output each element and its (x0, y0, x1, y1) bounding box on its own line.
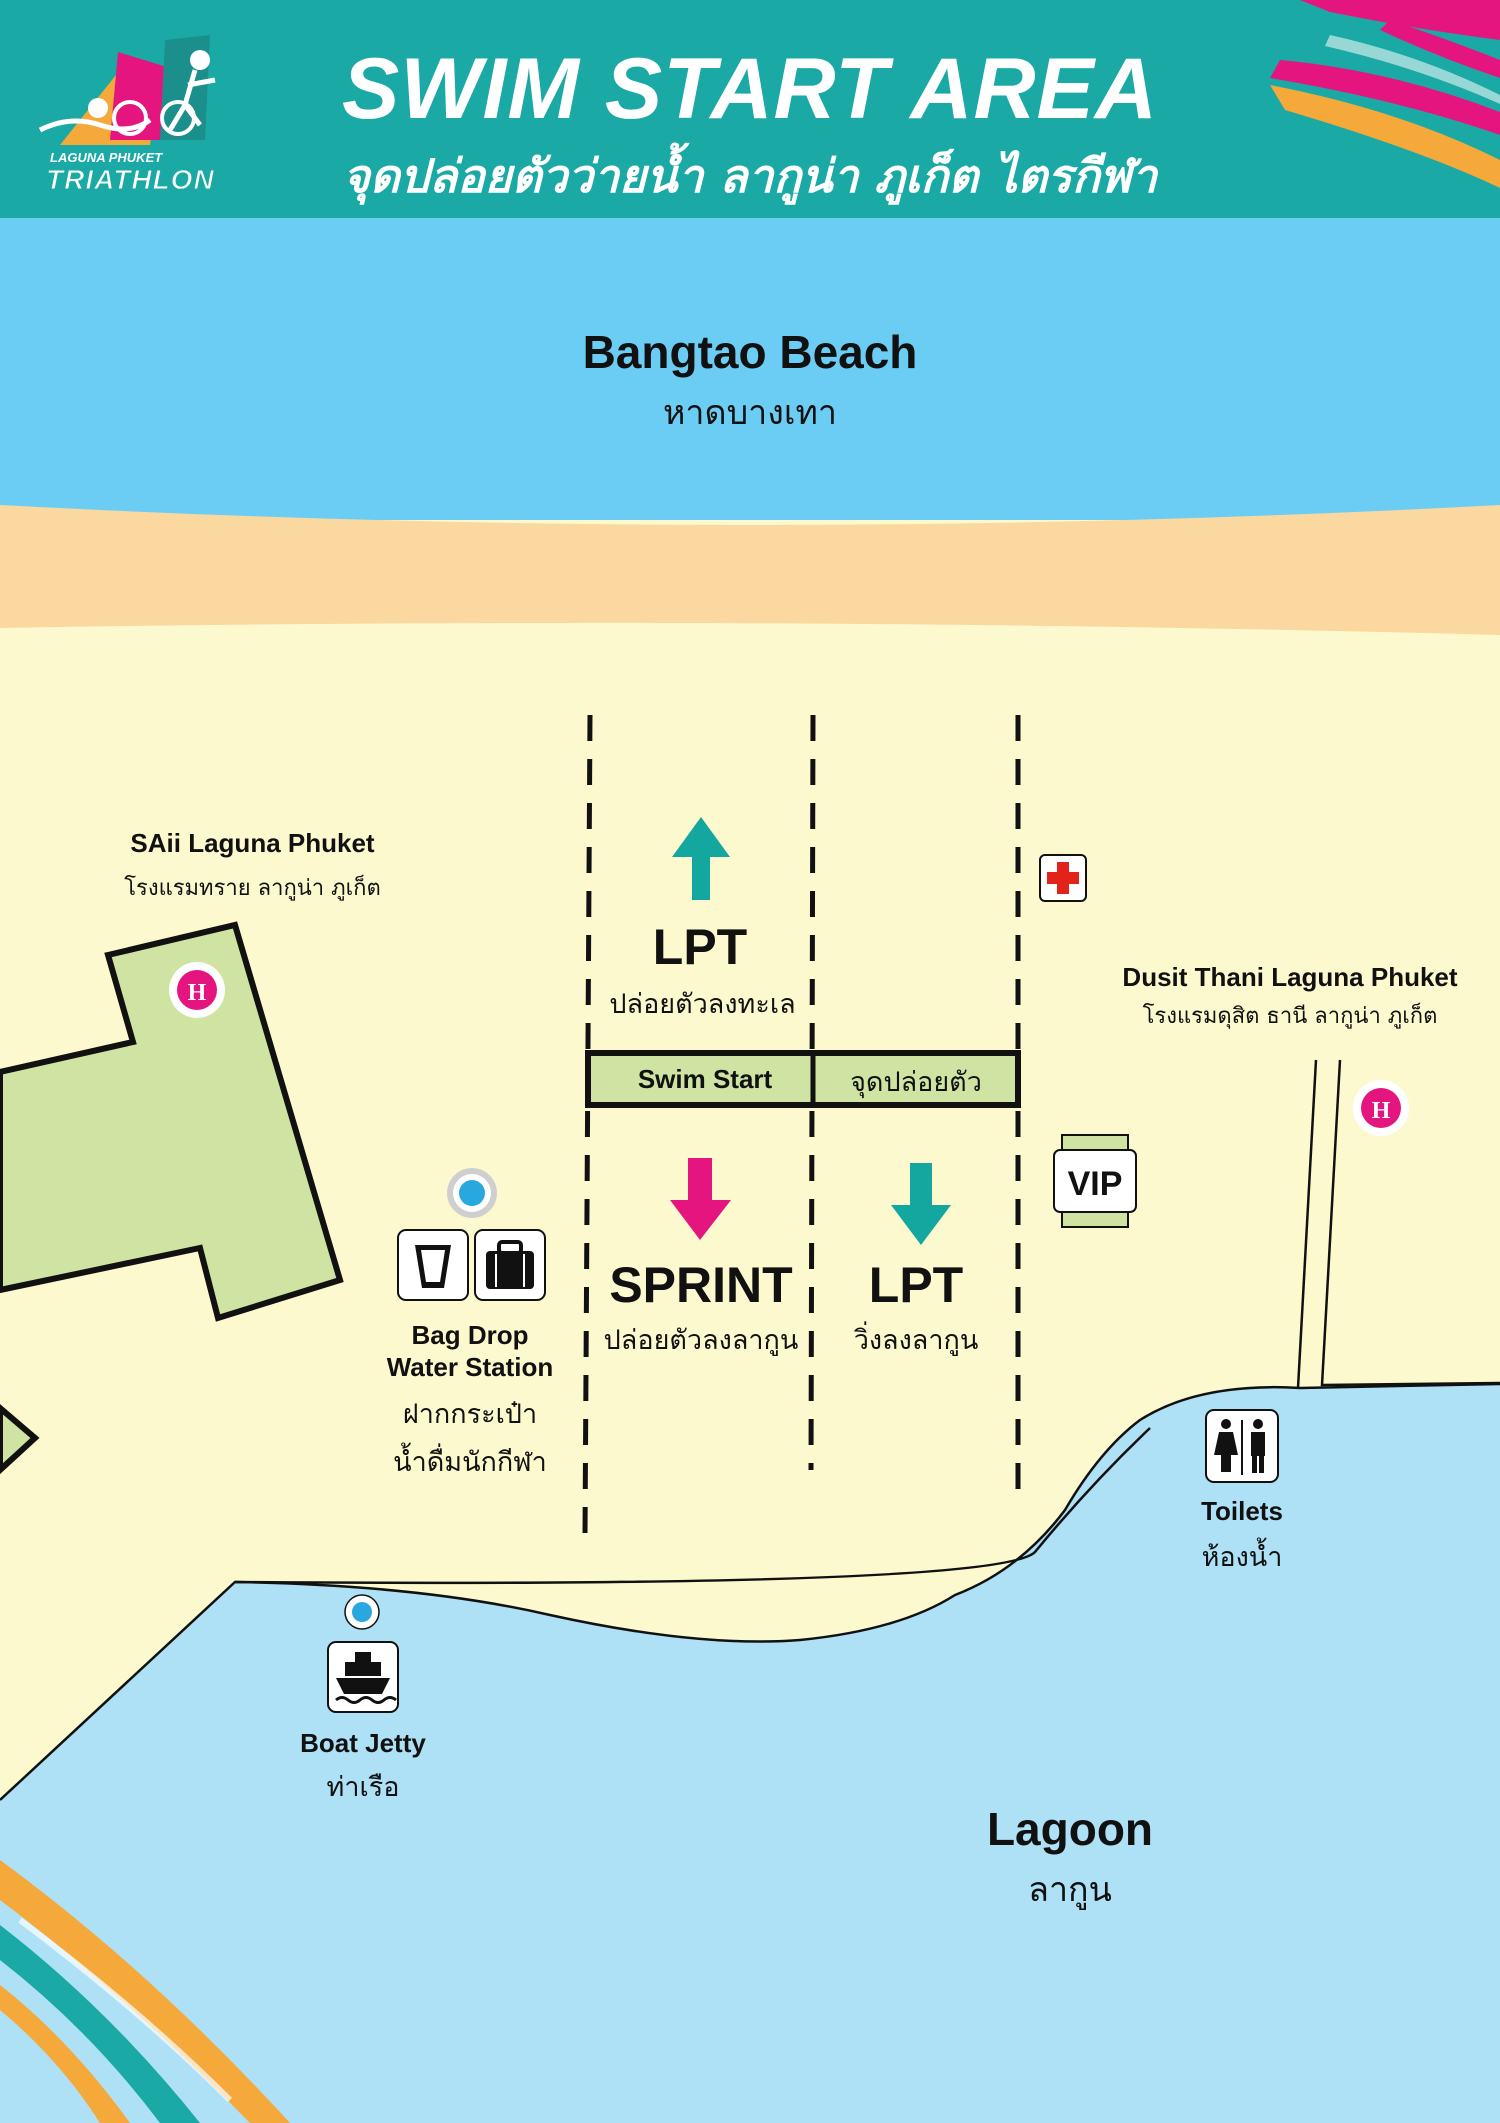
sea-name-en: Bangtao Beach (582, 326, 918, 378)
lane-lpt-lagoon-desc: วิ่งลงลากูน (853, 1325, 979, 1356)
boat-jetty-label-th: ท่าเรือ (326, 1772, 400, 1803)
svg-text:VIP: VIP (1068, 1165, 1123, 1203)
beach-sand (0, 505, 1500, 635)
arrow-up-icon (672, 817, 730, 900)
lane-lpt-lagoon-label: LPT (868, 1257, 964, 1313)
vip-area-sign: VIP (1053, 1134, 1137, 1228)
saii-hotel-annex (0, 1404, 40, 1475)
header-brush-decoration (1270, 0, 1500, 188)
saii-hotel-name-en: SAii Laguna Phuket (130, 828, 375, 858)
bag-drop-label-th: ฝากกระเป๋า (402, 1399, 538, 1430)
swim-start-bar (585, 1050, 1021, 1108)
lagoon-name-th: ลากูน (1028, 1870, 1112, 1910)
swim-start-label-en: Swim Start (637, 1064, 773, 1094)
lane-sprint-desc: ปล่อยตัวลงลากูน (603, 1325, 799, 1356)
lagoon-area (0, 1384, 1500, 2123)
logo-caption: LAGUNA PHUKET (50, 150, 163, 165)
dusit-hotel-name-th: โรงแรมดุสิต ธานี ลากูน่า ภูเก็ต (1142, 1004, 1438, 1029)
logo-wordmark: TRIATHLON (46, 164, 215, 196)
water-cup-icon (397, 1229, 469, 1301)
lane-lpt-sea-label: LPT (652, 919, 748, 975)
toilets-label: Toilets (1201, 1496, 1283, 1526)
saii-hotel-building (0, 921, 344, 1322)
bag-drop-label: Bag Drop (411, 1320, 529, 1350)
svg-text:H: H (188, 980, 207, 1006)
header-band (0, 0, 1500, 218)
water-station-label-th: น้ำดื่มนักกีฬา (393, 1447, 547, 1478)
walkway-line (234, 1427, 1151, 1585)
lane-sprint-label: SPRINT (609, 1257, 793, 1313)
luggage-icon (474, 1229, 546, 1301)
location-marker-icon (344, 1594, 380, 1630)
boat-icon (327, 1641, 399, 1713)
saii-hotel-name-th: โรงแรมทราย ลากูน่า ภูเก็ต (124, 876, 381, 901)
swim-start-label-th: จุดปล่อยตัว (850, 1067, 982, 1098)
page-title: SWIM START AREA (341, 41, 1159, 137)
dusit-hotel-name-en: Dusit Thani Laguna Phuket (1122, 962, 1458, 992)
arrow-down-icon (891, 1163, 951, 1245)
arrow-down-icon (670, 1158, 731, 1240)
location-marker-icon (447, 1168, 497, 1218)
lagoon-name-en: Lagoon (986, 1803, 1154, 1855)
hotel-icon: H (1353, 1080, 1409, 1136)
triathlon-logo (38, 35, 216, 145)
page-subtitle: จุดปล่อยตัวว่ายน้ำ ลากูน่า ภูเก็ต ไตรกีฬ… (342, 149, 1158, 203)
toilet-icon (1205, 1409, 1279, 1483)
sea-area (0, 210, 1500, 520)
dusit-road-line (1320, 1059, 1500, 1387)
water-station-label: Water Station (386, 1352, 554, 1382)
boat-jetty-label: Boat Jetty (300, 1728, 426, 1758)
dusit-road-line (1296, 1059, 1318, 1389)
svg-text:H: H (1372, 1098, 1391, 1124)
sea-name-th: หาดบางเทา (663, 393, 837, 433)
toilets-label-th: ห้องน้ำ (1201, 1542, 1283, 1573)
first-aid-icon (1039, 854, 1087, 902)
lagoon-shoreline (0, 1382, 1500, 1801)
hotel-icon: H (169, 962, 225, 1018)
footer-brush-decoration (0, 1860, 290, 2123)
lane-lpt-sea-desc: ปล่อยตัวลงทะเล (609, 989, 796, 1020)
